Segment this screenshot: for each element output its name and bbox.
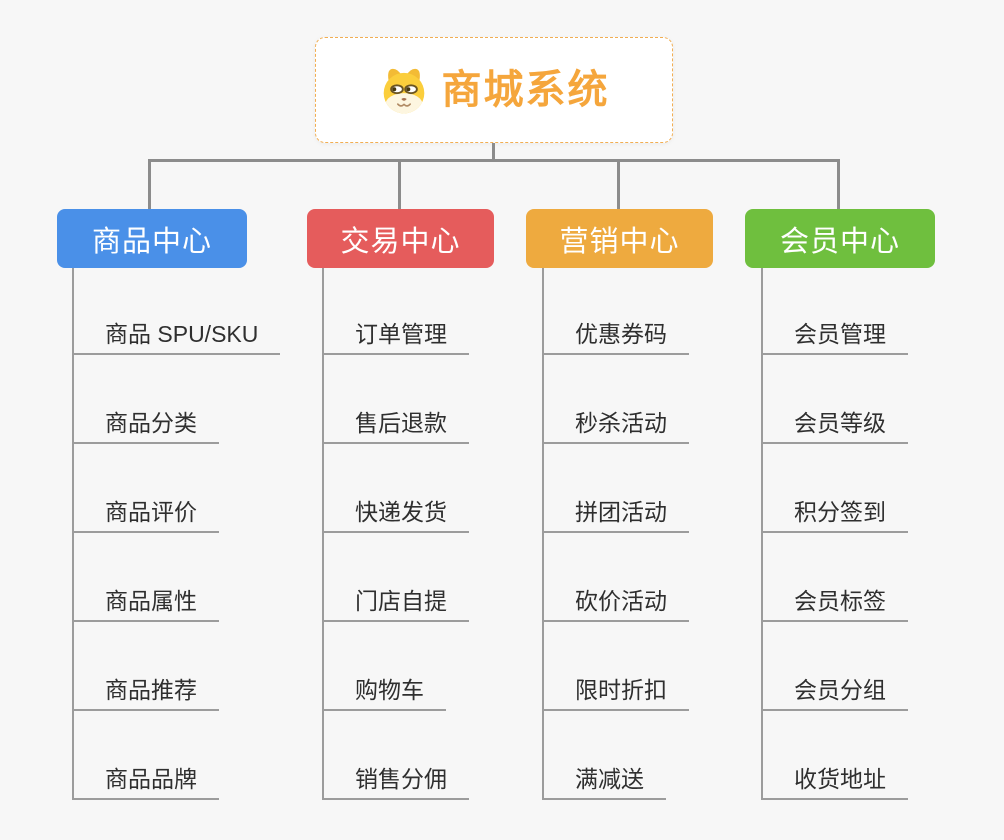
node-shipping-address[interactable]: 收货地址 [761, 762, 908, 800]
root-title: 商城系统 [441, 68, 610, 112]
root-node[interactable]: 商城系统 [315, 37, 673, 143]
node-product-recommend[interactable]: 商品推荐 [72, 673, 219, 711]
node-time-discount[interactable]: 限时折扣 [542, 673, 689, 711]
node-full-reduction[interactable]: 满减送 [542, 762, 666, 800]
node-points-checkin[interactable]: 积分签到 [761, 495, 908, 533]
node-member-management[interactable]: 会员管理 [761, 317, 908, 355]
branch-header-member[interactable]: 会员中心 [745, 209, 935, 268]
node-shopping-cart[interactable]: 购物车 [322, 673, 446, 711]
connector-drop-product [148, 161, 151, 209]
connector-drop-trade [398, 161, 401, 209]
node-store-pickup[interactable]: 门店自提 [322, 584, 469, 622]
branch-header-trade[interactable]: 交易中心 [307, 209, 494, 268]
node-product-attribute[interactable]: 商品属性 [72, 584, 219, 622]
node-product-review[interactable]: 商品评价 [72, 495, 219, 533]
connector-drop-member [837, 161, 840, 209]
node-member-group[interactable]: 会员分组 [761, 673, 908, 711]
node-coupon-code[interactable]: 优惠券码 [542, 317, 689, 355]
connector-root-stem [492, 143, 495, 160]
doge-icon [379, 65, 429, 115]
branch-header-marketing[interactable]: 营销中心 [526, 209, 713, 268]
node-flash-sale[interactable]: 秒杀活动 [542, 406, 689, 444]
branch-spine-marketing [542, 268, 544, 800]
node-after-sale-refund[interactable]: 售后退款 [322, 406, 469, 444]
node-product-category[interactable]: 商品分类 [72, 406, 219, 444]
node-sales-commission[interactable]: 销售分佣 [322, 762, 469, 800]
branch-spine-member [761, 268, 763, 800]
connector-bus [148, 159, 840, 162]
node-group-buy[interactable]: 拼团活动 [542, 495, 689, 533]
branch-spine-trade [322, 268, 324, 800]
node-order-management[interactable]: 订单管理 [322, 317, 469, 355]
node-member-level[interactable]: 会员等级 [761, 406, 908, 444]
branch-header-product[interactable]: 商品中心 [57, 209, 247, 268]
node-express-delivery[interactable]: 快递发货 [322, 495, 469, 533]
node-bargain[interactable]: 砍价活动 [542, 584, 689, 622]
connector-drop-marketing [617, 161, 620, 209]
node-product-brand[interactable]: 商品品牌 [72, 762, 219, 800]
branch-spine-product [72, 268, 74, 800]
node-member-tag[interactable]: 会员标签 [761, 584, 908, 622]
node-product-spu-sku[interactable]: 商品 SPU/SKU [72, 317, 281, 355]
